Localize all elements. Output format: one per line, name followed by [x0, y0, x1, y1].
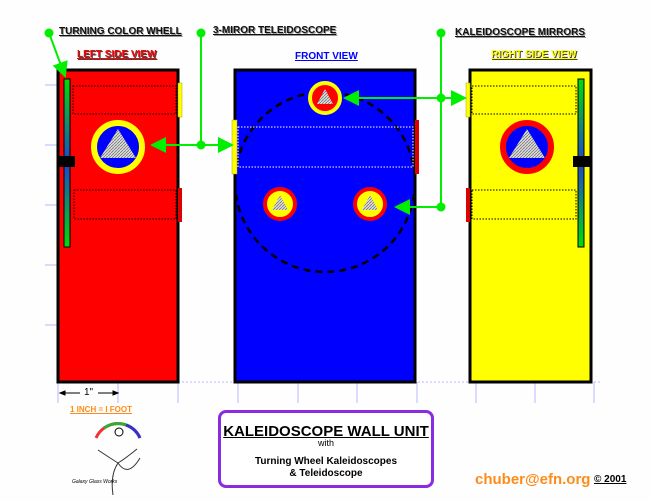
- scale-note: 1 INCH = I FOOT: [70, 405, 133, 414]
- front-view-label: FRONT VIEW: [295, 51, 358, 62]
- callout-teleidoscope: 3-MIROR TELEIDOSCOPE: [213, 25, 337, 36]
- right-side-view-label: RIGHT SIDE VIEW: [491, 49, 577, 60]
- grid: [45, 84, 600, 403]
- callout-lines: [48, 32, 467, 215]
- left-side-view: [56, 68, 183, 384]
- ruler: [58, 390, 120, 396]
- front-view: [231, 68, 419, 384]
- subtitle-line1: Turning Wheel Kaleidoscopes: [254, 456, 398, 467]
- callout-kaleidoscope-mirrors: KALEIDOSCOPE MIRRORS: [455, 27, 586, 38]
- title-box: KALEIDOSCOPE WALL UNIT with Turning Whee…: [218, 410, 434, 488]
- email-link[interactable]: chuber@efn.org: [475, 471, 591, 488]
- subtitle-line2: & Teleidoscope: [289, 468, 363, 479]
- callout-dots: [44, 28, 446, 212]
- ruler-label: 1": [84, 387, 94, 398]
- logo-text: Galaxy Glass Works: [72, 479, 118, 485]
- callout-turning-color-wheel: TURNING COLOR WHELL: [59, 26, 182, 37]
- right-side-view: [465, 68, 593, 384]
- title-with: with: [317, 438, 334, 448]
- title: KALEIDOSCOPE WALL UNIT: [223, 423, 429, 440]
- left-side-view-label: LEFT SIDE VIEW: [77, 49, 157, 60]
- handle: [57, 156, 75, 167]
- galaxy-glass-works-logo: [94, 421, 142, 496]
- copyright: © 2001: [594, 474, 627, 485]
